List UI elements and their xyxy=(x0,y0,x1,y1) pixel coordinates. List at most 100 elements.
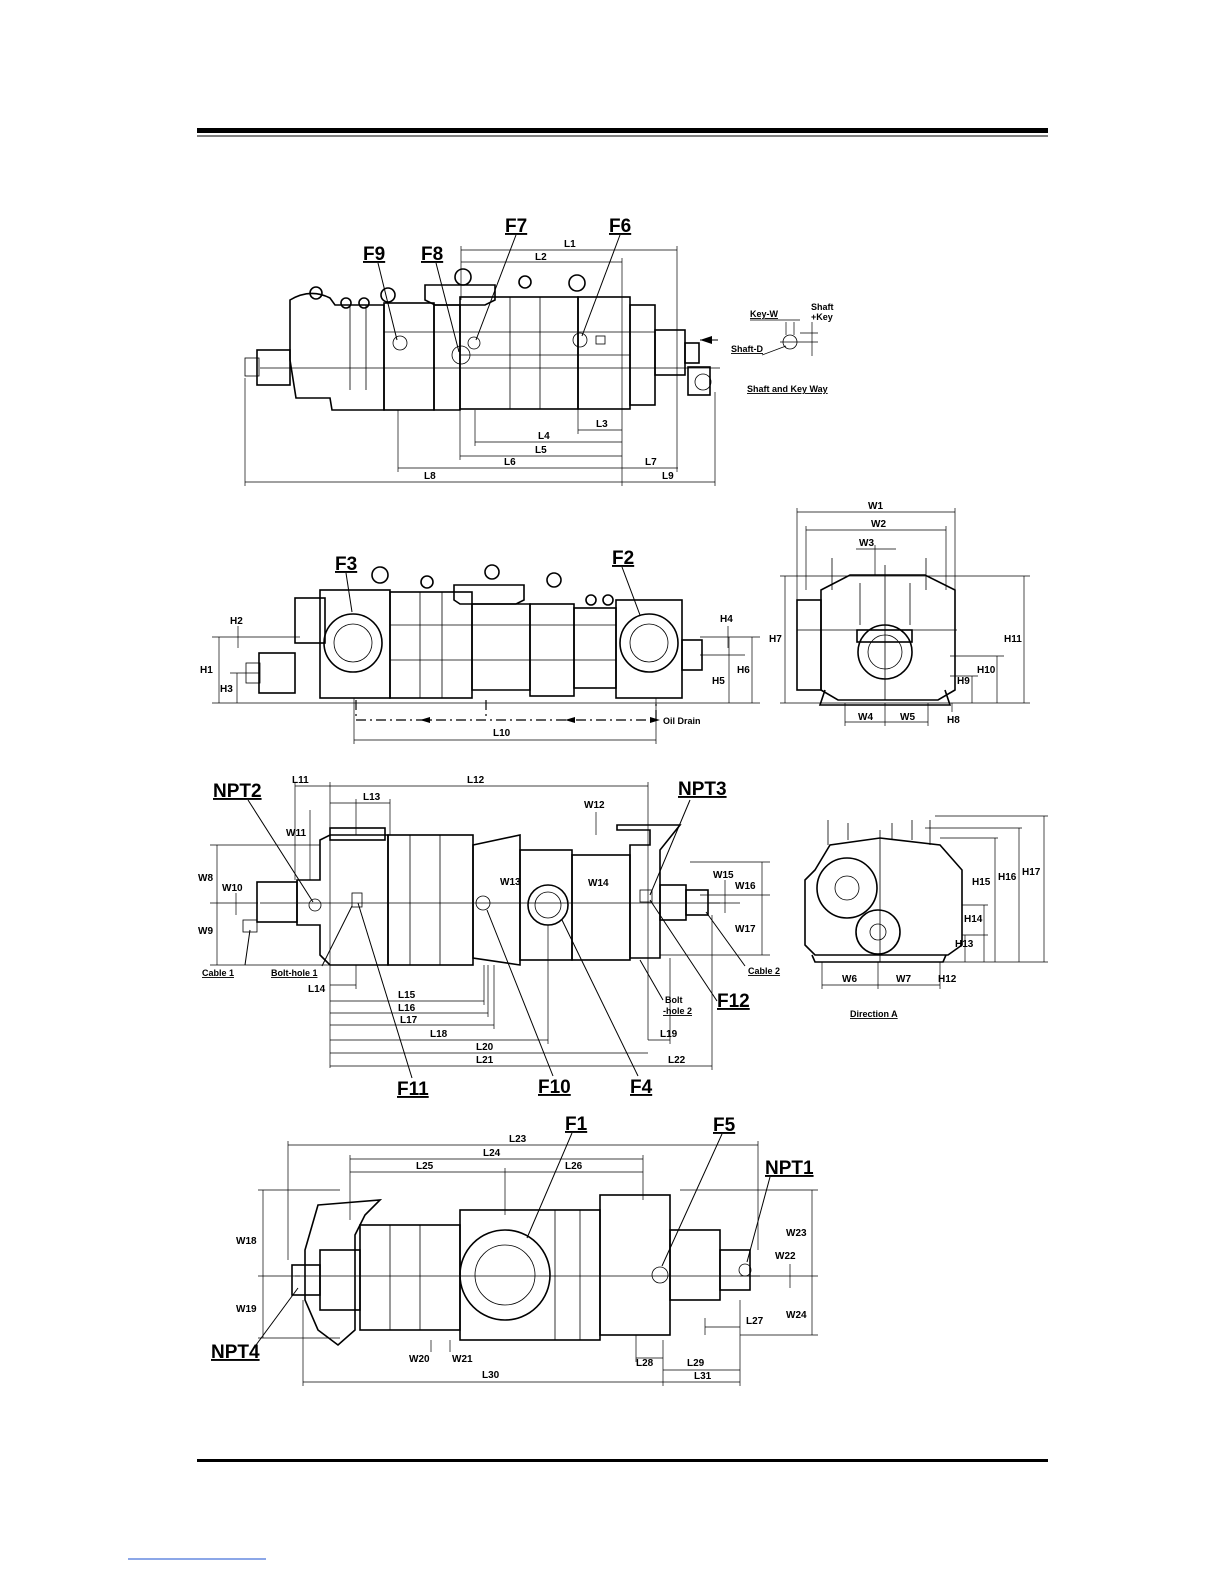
dimension-lines-end-top xyxy=(780,508,1030,726)
leader-f2 xyxy=(621,566,641,616)
dim-h15: H15 xyxy=(972,877,991,888)
callout-f8: F8 xyxy=(421,244,443,265)
leader-bolt-hole1 xyxy=(321,905,353,967)
shaft-keyway-caption: Shaft and Key Way xyxy=(747,384,828,394)
leader-f11 xyxy=(357,902,413,1079)
dim-w11: W11 xyxy=(286,828,306,839)
dim-l11: L11 xyxy=(292,775,309,786)
footer-rule xyxy=(197,1459,1048,1462)
dim-w16: W16 xyxy=(735,881,756,892)
dim-w7: W7 xyxy=(896,974,911,985)
dim-w10: W10 xyxy=(222,883,243,894)
dim-l23: L23 xyxy=(509,1134,527,1145)
leader-f1 xyxy=(526,1132,573,1239)
dim-h14: H14 xyxy=(964,914,983,925)
dim-l20: L20 xyxy=(476,1042,494,1053)
dim-w17: W17 xyxy=(735,924,756,935)
leader-f7 xyxy=(475,234,517,341)
dimension-lines-plan-bottom xyxy=(258,1141,818,1386)
dim-w1: W1 xyxy=(868,501,883,512)
dim-h5: H5 xyxy=(712,676,725,687)
dim-l3: L3 xyxy=(596,419,608,430)
oil-drain-label: Oil Drain xyxy=(663,716,701,726)
dim-l15: L15 xyxy=(398,990,416,1001)
dim-w5: W5 xyxy=(900,712,915,723)
end-view-direction-a: H15 H16 H17 H14 H13 H12 W6 W7 Direction … xyxy=(804,815,1048,1019)
callout-f6: F6 xyxy=(609,216,631,237)
shaft-key-label-1: Shaft xyxy=(811,302,834,312)
callout-npt1: NPT1 xyxy=(765,1158,814,1179)
end-view-top: W1 W2 W3 H7 H11 H10 H9 H8 W4 W5 xyxy=(769,501,1030,726)
cable1-label: Cable 1 xyxy=(202,968,234,978)
dim-h17: H17 xyxy=(1022,867,1041,878)
compressor-body-side-2 xyxy=(245,564,703,699)
dim-w3: W3 xyxy=(859,538,874,549)
leader-f4 xyxy=(561,919,639,1077)
dim-w12: W12 xyxy=(584,800,605,811)
callout-f7: F7 xyxy=(505,216,527,237)
callout-f3: F3 xyxy=(335,554,357,575)
dim-l27: L27 xyxy=(746,1316,764,1327)
oil-drain-line xyxy=(355,700,657,721)
dim-l31: L31 xyxy=(694,1371,712,1382)
dim-h12: H12 xyxy=(938,974,957,985)
dim-w4: W4 xyxy=(858,712,873,723)
dim-l26: L26 xyxy=(565,1161,583,1172)
callout-f1: F1 xyxy=(565,1114,588,1135)
leader-f6 xyxy=(581,234,621,337)
dim-h1: H1 xyxy=(200,665,213,676)
callout-f12: F12 xyxy=(717,991,750,1012)
dim-l7: L7 xyxy=(645,457,657,468)
dim-l13: L13 xyxy=(363,792,381,803)
callout-f9: F9 xyxy=(363,244,385,265)
callout-f11: F11 xyxy=(397,1079,429,1100)
dim-h9: H9 xyxy=(957,676,970,687)
dim-l9: L9 xyxy=(662,471,674,482)
shaft-key-label-2: +Key xyxy=(811,312,833,322)
header-rule xyxy=(197,128,1048,133)
dim-h2: H2 xyxy=(230,616,243,627)
dim-l17: L17 xyxy=(400,1015,418,1026)
bolt-hole2-label-2: -hole 2 xyxy=(663,1006,692,1016)
dimension-lines-plan-top xyxy=(210,782,770,1070)
dim-l21: L21 xyxy=(476,1055,494,1066)
dim-w2: W2 xyxy=(871,519,886,530)
dim-h7: H7 xyxy=(769,634,782,645)
compressor-body-side xyxy=(244,268,720,411)
dim-l24: L24 xyxy=(483,1148,501,1159)
dim-w21: W21 xyxy=(452,1354,473,1365)
dim-w19: W19 xyxy=(236,1304,257,1315)
dim-h3: H3 xyxy=(220,684,233,695)
cable2-label: Cable 2 xyxy=(748,966,780,976)
dim-w8: W8 xyxy=(198,873,213,884)
dim-l2: L2 xyxy=(535,252,547,263)
dim-h6: H6 xyxy=(737,665,750,676)
dim-h16: H16 xyxy=(998,872,1017,883)
dim-h8: H8 xyxy=(947,715,960,726)
callout-f4: F4 xyxy=(630,1077,653,1098)
dim-w6: W6 xyxy=(842,974,857,985)
callout-npt3: NPT3 xyxy=(678,779,727,800)
dim-w24: W24 xyxy=(786,1310,807,1321)
leader-f10 xyxy=(486,909,554,1077)
compressor-body-direction-a xyxy=(804,820,963,963)
bolt-hole2-label-1: Bolt xyxy=(665,995,683,1005)
dim-h11: H11 xyxy=(1004,634,1022,645)
dim-l25: L25 xyxy=(416,1161,434,1172)
dimension-lines-side-top xyxy=(244,246,716,486)
dim-h13: H13 xyxy=(955,939,974,950)
callout-f2: F2 xyxy=(612,548,634,569)
dim-l4: L4 xyxy=(538,431,550,442)
leader-bolt-hole2 xyxy=(639,959,664,1001)
dim-h10: H10 xyxy=(977,665,996,676)
callout-f5: F5 xyxy=(713,1115,736,1136)
leader-npt2 xyxy=(247,799,314,903)
dim-l29: L29 xyxy=(687,1358,705,1369)
dim-l30: L30 xyxy=(482,1370,500,1381)
leader-f9 xyxy=(377,262,398,341)
dim-w22: W22 xyxy=(775,1251,796,1262)
dim-l22: L22 xyxy=(668,1055,686,1066)
callout-npt4: NPT4 xyxy=(211,1342,260,1363)
dim-l5: L5 xyxy=(535,445,547,456)
